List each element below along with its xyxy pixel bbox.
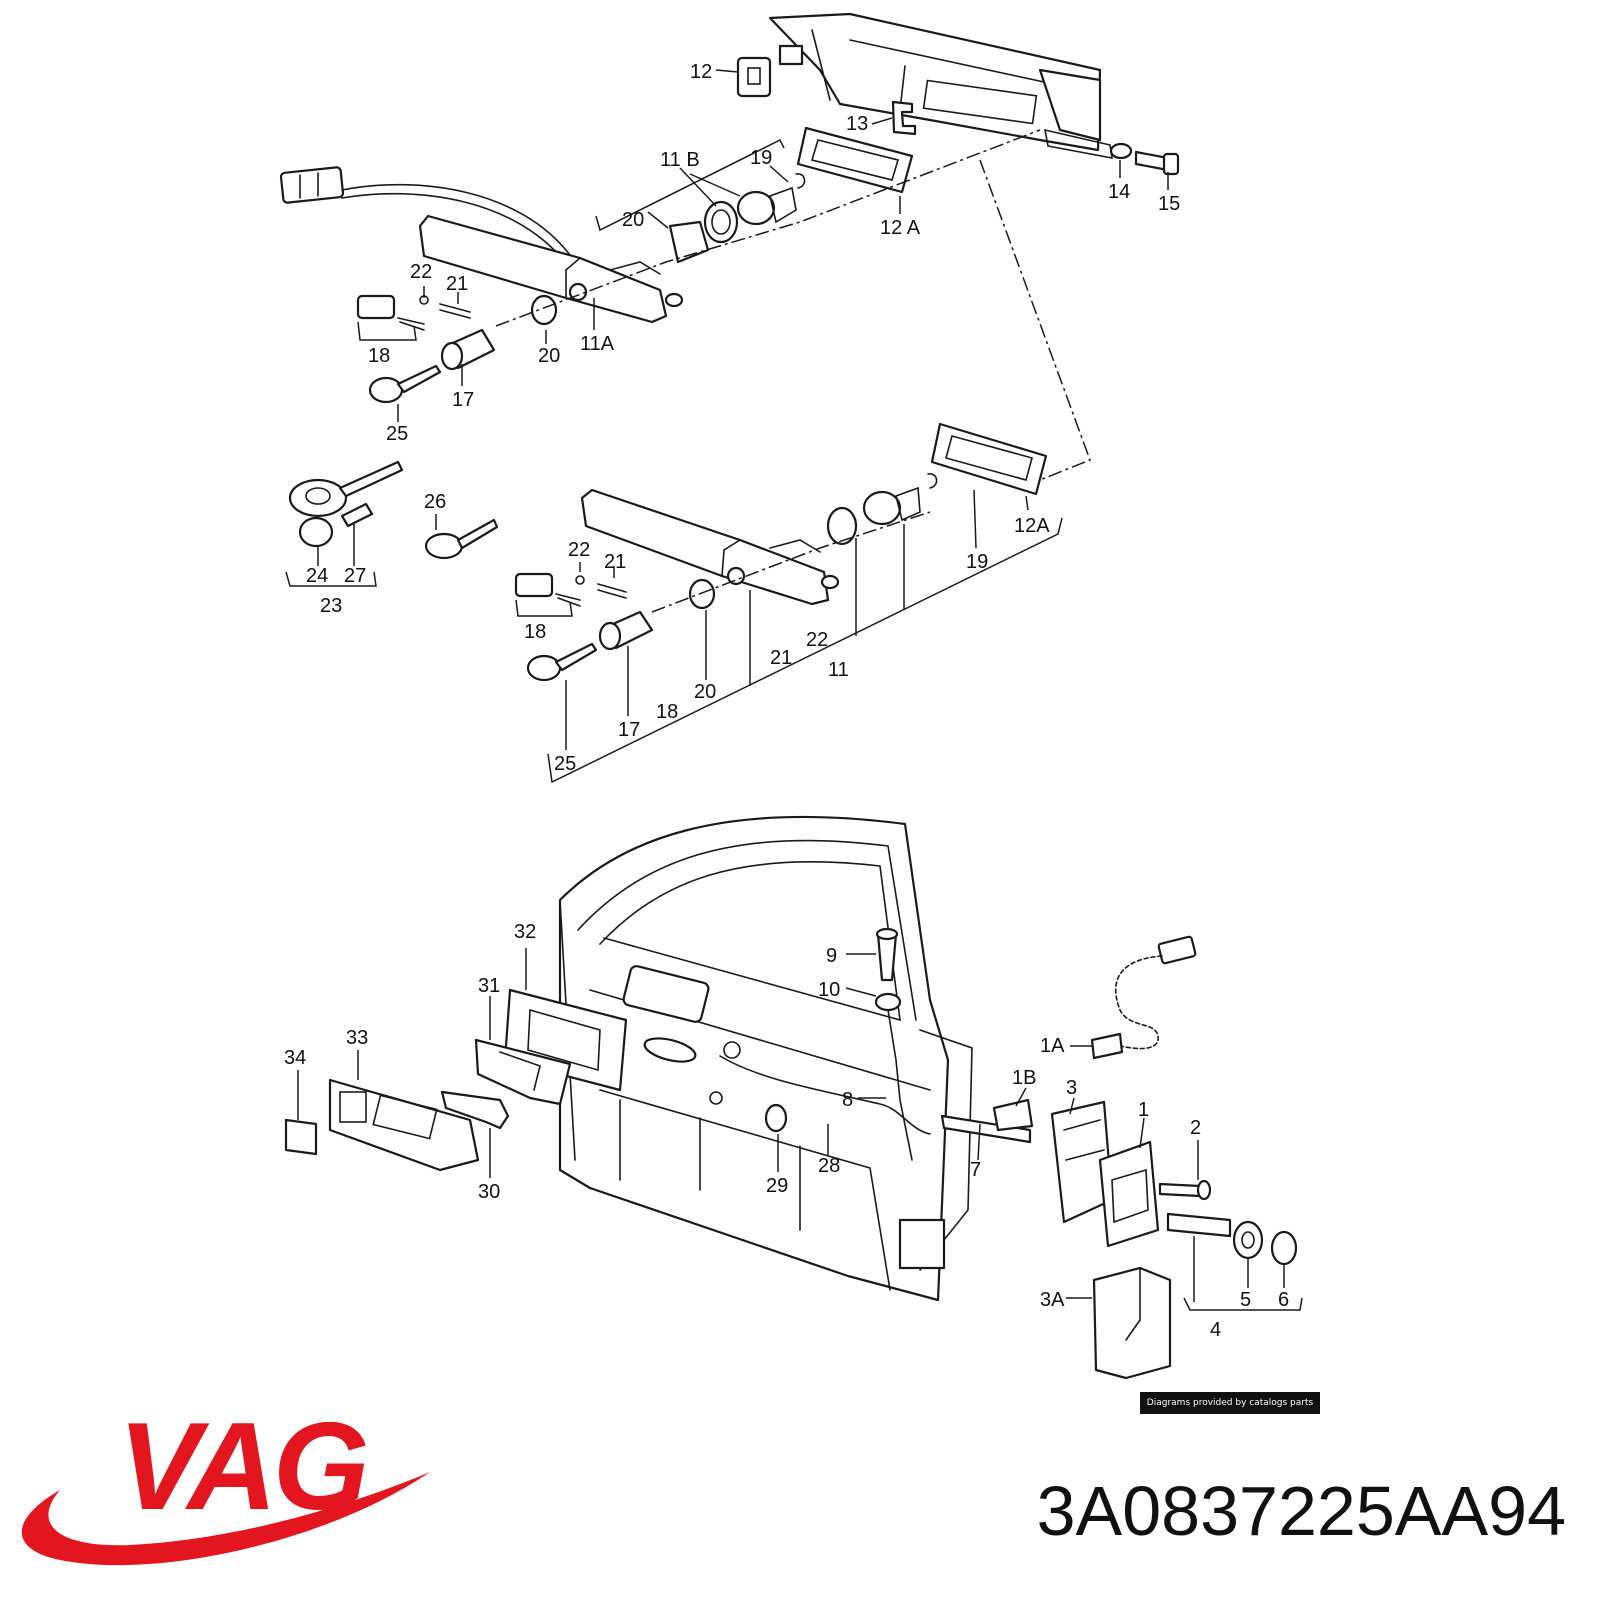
inner-handle-30 — [440, 1090, 510, 1130]
callout-label: 1B — [1012, 1067, 1036, 1089]
outer-handle-lower — [580, 473, 938, 610]
callout-label: 3A — [1040, 1289, 1065, 1311]
door-panel-fragment — [768, 12, 1113, 159]
callout-label: 20 — [622, 209, 644, 231]
callout-label: 13 — [846, 113, 868, 135]
callout-label: 19 — [966, 551, 988, 573]
callout-label: 22 — [410, 261, 432, 283]
callout-label: 18 — [368, 345, 390, 367]
handle-housing-31 — [474, 1038, 572, 1106]
callout-label: 25 — [554, 753, 576, 775]
callout-label: 21 — [604, 551, 626, 573]
lock-knob-9 — [875, 927, 899, 982]
callout-label: 29 — [766, 1175, 788, 1197]
washer-14 — [1109, 142, 1133, 160]
callout-label: 12 A — [880, 217, 921, 239]
callout-label: 23 — [320, 595, 342, 617]
lock-cover-3a — [1092, 1266, 1172, 1380]
gasket-12a-upper — [796, 126, 914, 194]
callout-label: 17 — [452, 389, 474, 411]
logo-swoosh — [21, 1472, 430, 1566]
callout-label: 8 — [842, 1089, 853, 1111]
lock-cylinder-parts-upper — [530, 173, 806, 326]
gasket-12a-lower — [930, 422, 1048, 496]
callout-label: 11A — [580, 333, 615, 355]
callout-label: 12A — [1014, 515, 1050, 537]
callout-label: 6 — [1278, 1289, 1289, 1311]
rod-8 — [887, 1009, 913, 1161]
key-25-upper — [368, 364, 442, 404]
callout-label: 31 — [478, 975, 500, 997]
callout-label: 32 — [514, 921, 536, 943]
wire-harness-1a — [1090, 935, 1197, 1060]
group-brackets — [285, 138, 1303, 1311]
bolt-15 — [1134, 150, 1180, 176]
callout-label: 7 — [970, 1159, 981, 1181]
callout-label: 33 — [346, 1027, 368, 1049]
callout-label: 17 — [618, 719, 640, 741]
clip-12 — [736, 56, 772, 98]
callout-label: 22 — [568, 539, 590, 561]
screw-2 — [1158, 1179, 1212, 1201]
callout-label: 9 — [826, 945, 837, 967]
key-26 — [424, 518, 499, 560]
callout-label: 3 — [1066, 1077, 1077, 1099]
bezel-33 — [328, 1078, 480, 1172]
callout-label: 15 — [1158, 193, 1180, 215]
callout-labels: 12 13 14 15 11 B 19 12 A 20 22 21 18 20 … — [284, 61, 1289, 1341]
callout-label: 1 — [1138, 1099, 1149, 1121]
callout-label: 18 — [656, 701, 678, 723]
callout-label: 20 — [694, 681, 716, 703]
diagram-credit: Diagrams provided by catalogs parts — [1140, 1392, 1320, 1414]
key-set-23 — [288, 460, 404, 548]
callout-label: 5 — [1240, 1289, 1251, 1311]
part-number: 3A0837225AA94 — [1036, 1472, 1566, 1550]
callout-label: 10 — [818, 979, 840, 1001]
lock-cylinder-17-upper — [356, 294, 496, 371]
callout-label: 12 — [690, 61, 712, 83]
callout-label: 2 — [1190, 1117, 1201, 1139]
clip-13 — [891, 100, 917, 136]
callout-label: 11 — [828, 659, 849, 681]
callout-label: 25 — [386, 423, 408, 445]
callout-label: 30 — [478, 1181, 500, 1203]
callout-label: 22 — [806, 629, 828, 651]
callout-label: 20 — [538, 345, 560, 367]
cap-34 — [284, 1118, 318, 1156]
callout-label: 21 — [770, 647, 792, 669]
callout-label: 1A — [1040, 1035, 1065, 1057]
alignment-lines — [495, 129, 1091, 613]
callout-label: 11 B — [660, 149, 700, 171]
actuator-1b — [992, 1098, 1034, 1132]
callout-label: 28 — [818, 1155, 840, 1177]
callout-label: 27 — [344, 565, 366, 587]
clip-29 — [764, 1103, 788, 1133]
brand-logo-text: VAG — [118, 1398, 370, 1536]
grommet-10 — [874, 992, 902, 1012]
lock-1 — [1098, 1140, 1160, 1248]
lock-cylinder-17-lower — [514, 572, 654, 651]
striker-4 — [1166, 1212, 1298, 1266]
callout-label: 18 — [524, 621, 546, 643]
leader-lines — [297, 69, 1285, 1302]
callout-label: 21 — [446, 273, 468, 295]
callout-label: 24 — [306, 565, 328, 587]
callout-label: 19 — [750, 147, 772, 169]
callout-label: 34 — [284, 1047, 306, 1069]
key-25-lower — [526, 642, 598, 682]
callout-label: 4 — [1210, 1319, 1221, 1341]
callout-label: 14 — [1108, 181, 1130, 203]
callout-label: 26 — [424, 491, 446, 513]
door-shell — [558, 815, 973, 1302]
wire-connector-upper — [279, 166, 571, 263]
